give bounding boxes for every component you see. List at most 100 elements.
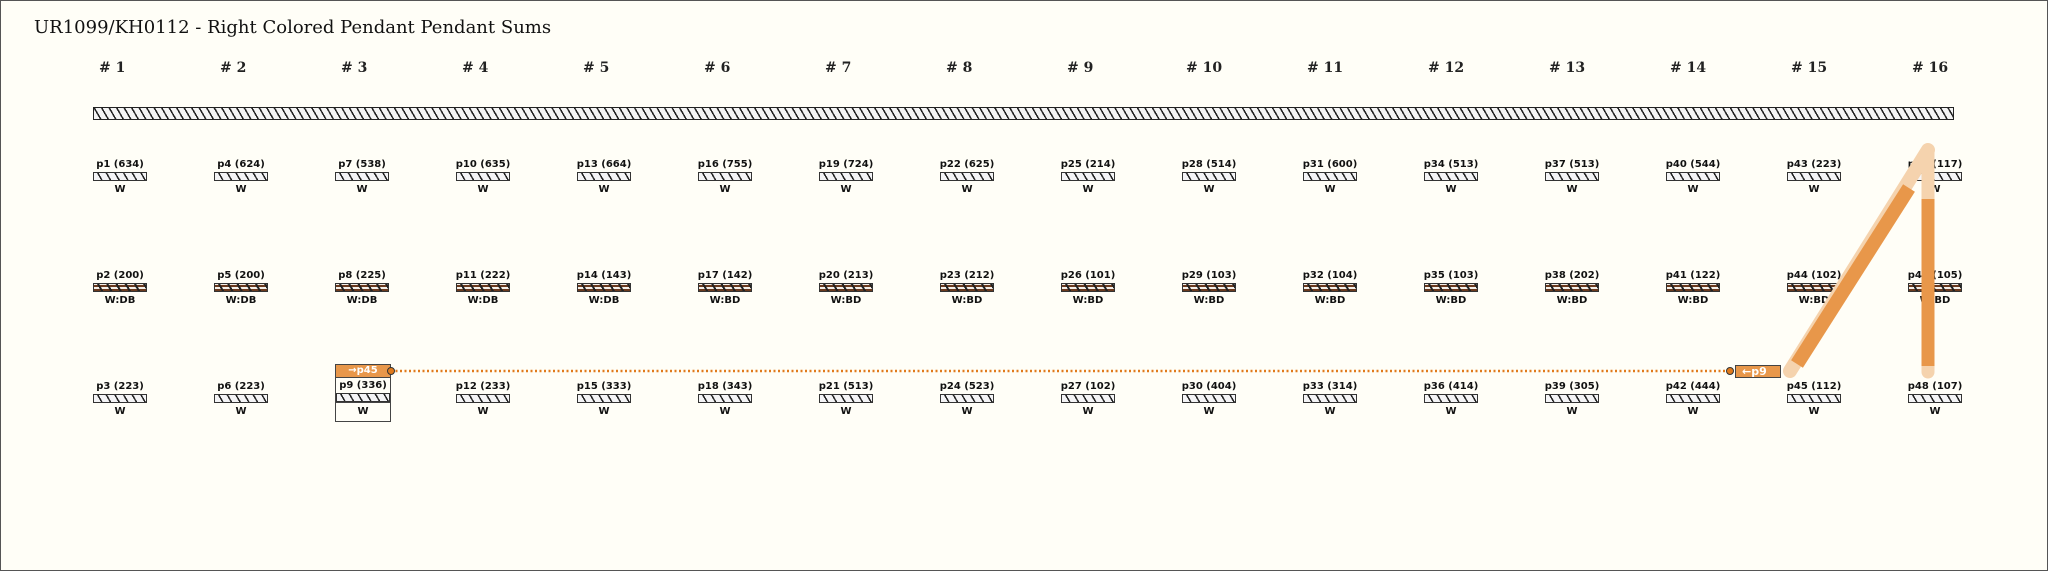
- pendant-p33[interactable]: p33 (314)W: [1303, 381, 1358, 417]
- pendant-p5[interactable]: p5 (200)W:DB: [214, 270, 268, 306]
- pendant-p24[interactable]: p24 (523)W: [940, 381, 995, 417]
- pendant-p13[interactable]: p13 (664)W: [577, 159, 632, 195]
- pendant-cord-swatch: [1182, 394, 1236, 403]
- pendant-p19[interactable]: p19 (724)W: [819, 159, 874, 195]
- pendant-label: p36 (414): [1423, 381, 1479, 392]
- pendant-p26[interactable]: p26 (101)W:BD: [1061, 270, 1116, 306]
- pendant-cord-swatch: [698, 283, 752, 292]
- pendant-p27[interactable]: p27 (102) W: [1061, 381, 1116, 417]
- pendant-p30[interactable]: p30 (404)W: [1182, 381, 1237, 417]
- pendant-label: p30 (404): [1181, 381, 1237, 392]
- pendant-p8[interactable]: p8 (225)W:DB: [335, 270, 389, 306]
- pendant-cord-swatch: [1908, 394, 1962, 403]
- pendant-color-label: W: [356, 184, 368, 195]
- pendant-p22[interactable]: p22 (625)W: [940, 159, 995, 195]
- pendant-cord-swatch: [1424, 172, 1478, 181]
- pendant-p44[interactable]: p44 (102)W:BD: [1787, 270, 1842, 306]
- pendant-p31[interactable]: p31 (600)W: [1303, 159, 1358, 195]
- pendant-label: p44 (102): [1786, 270, 1842, 281]
- cord-header: # 12: [1428, 60, 1465, 76]
- pendant-label: p17 (142): [697, 270, 753, 281]
- pendant-p3[interactable]: p3 (223)W: [93, 381, 147, 417]
- pendant-label: p46 (117): [1907, 159, 1963, 170]
- pendant-label: p4 (624): [217, 159, 265, 170]
- cord-header: # 11: [1307, 60, 1344, 76]
- pendant-color-label: W:DB: [588, 295, 620, 306]
- pendant-p11[interactable]: p11 (222)W:DB: [456, 270, 511, 306]
- pendant-cord-swatch: [214, 283, 268, 292]
- pendant-cord-swatch: [1666, 172, 1720, 181]
- pendant-label: p47 (105): [1907, 270, 1963, 281]
- pendant-color-label: W:BD: [1677, 295, 1709, 306]
- link-tag-to-p45[interactable]: →p45: [336, 365, 390, 378]
- pendant-p12[interactable]: p12 (233)W: [456, 381, 511, 417]
- pendant-cord-swatch: [335, 172, 389, 181]
- cord-header: # 6: [704, 60, 731, 76]
- pendant-p6[interactable]: p6 (223)W: [214, 381, 268, 417]
- cord-header: # 5: [583, 60, 610, 76]
- pendant-color-label: W: [1687, 406, 1699, 417]
- pendant-color-label: W: [598, 406, 610, 417]
- pendant-p20[interactable]: p20 (213)W:BD: [819, 270, 874, 306]
- pendant-p7[interactable]: p7 (538)W: [335, 159, 389, 195]
- pendant-p21[interactable]: p21 (513)W: [819, 381, 874, 417]
- pendant-p45[interactable]: p45 (112)W: [1787, 381, 1842, 417]
- pendant-cord-swatch: [214, 172, 268, 181]
- pendant-label: p8 (225): [338, 270, 386, 281]
- cord-header: # 7: [825, 60, 852, 76]
- pendant-p43[interactable]: p43 (223)W: [1787, 159, 1842, 195]
- pendant-p29[interactable]: p29 (103)W:BD: [1182, 270, 1237, 306]
- pendant-label: p5 (200): [217, 270, 265, 281]
- link-tag-from-p9[interactable]: ←p9: [1735, 365, 1781, 378]
- pendant-p28[interactable]: p28 (514)W: [1182, 159, 1237, 195]
- pendant-p23[interactable]: p23 (212)W:BD: [940, 270, 995, 306]
- pendant-p1[interactable]: p1 (634)W: [93, 159, 147, 195]
- pendant-p18[interactable]: p18 (343)W: [698, 381, 753, 417]
- pendant-cord-swatch: [1424, 394, 1478, 403]
- pendant-p2[interactable]: p2 (200)W:DB: [93, 270, 147, 306]
- pendant-cord-swatch: [1303, 172, 1357, 181]
- pendant-label: p27 (102): [1060, 381, 1116, 392]
- pendant-cord-swatch: [1061, 283, 1115, 292]
- pendant-color-label: W: [477, 406, 489, 417]
- pendant-p37[interactable]: p37 (513)W: [1545, 159, 1600, 195]
- pendant-p15[interactable]: p15 (333)W: [577, 381, 632, 417]
- pendant-p35[interactable]: p35 (103)W:BD: [1424, 270, 1479, 306]
- pendant-p14[interactable]: p14 (143)W:DB: [577, 270, 632, 306]
- pendant-p46[interactable]: p46 (117)W: [1908, 159, 1963, 195]
- pendant-label: p40 (544): [1665, 159, 1721, 170]
- pendant-color-label: W: [114, 406, 126, 417]
- pendant-p40[interactable]: p40 (544)W: [1666, 159, 1721, 195]
- pendant-cord-swatch: [214, 394, 268, 403]
- pendant-color-label: W: [1082, 406, 1094, 417]
- pendant-p34[interactable]: p34 (513)W: [1424, 159, 1479, 195]
- pendant-color-label: W:BD: [1435, 295, 1467, 306]
- pendant-p41[interactable]: p41 (122) W:BD: [1666, 270, 1721, 306]
- pendant-color-label: W:DB: [104, 295, 136, 306]
- pendant-p36[interactable]: p36 (414)W: [1424, 381, 1479, 417]
- pendant-p38[interactable]: p38 (202)W:BD: [1545, 270, 1600, 306]
- primary-cord[interactable]: [93, 107, 1954, 120]
- pendant-cord-swatch: [1545, 283, 1599, 292]
- cord-header: # 10: [1186, 60, 1223, 76]
- pendant-p10[interactable]: p10 (635)W: [456, 159, 511, 195]
- pendant-color-label: W:BD: [1556, 295, 1588, 306]
- pendant-p42[interactable]: p42 (444)W: [1666, 381, 1721, 417]
- pendant-cord-swatch: [1908, 283, 1962, 292]
- pendant-p25[interactable]: p25 (214)W: [1061, 159, 1116, 195]
- pendant-p32[interactable]: p32 (104)W:BD: [1303, 270, 1358, 306]
- pendant-p47[interactable]: p47 (105)W:BD: [1908, 270, 1963, 306]
- cord-header: # 3: [341, 60, 368, 76]
- pendant-p39[interactable]: p39 (305)W: [1545, 381, 1600, 417]
- pendant-p17[interactable]: p17 (142)W:BD: [698, 270, 753, 306]
- pendant-p16[interactable]: p16 (755)W: [698, 159, 753, 195]
- pendant-label: p41 (122): [1665, 270, 1721, 281]
- pendant-p4[interactable]: p4 (624)W: [214, 159, 268, 195]
- pendant-p48[interactable]: p48 (107)W: [1908, 381, 1963, 417]
- pendant-color-label: W:BD: [951, 295, 983, 306]
- pendant-label: p37 (513): [1544, 159, 1600, 170]
- pendant-color-label: W: [1808, 184, 1820, 195]
- pendant-label: p19 (724): [818, 159, 874, 170]
